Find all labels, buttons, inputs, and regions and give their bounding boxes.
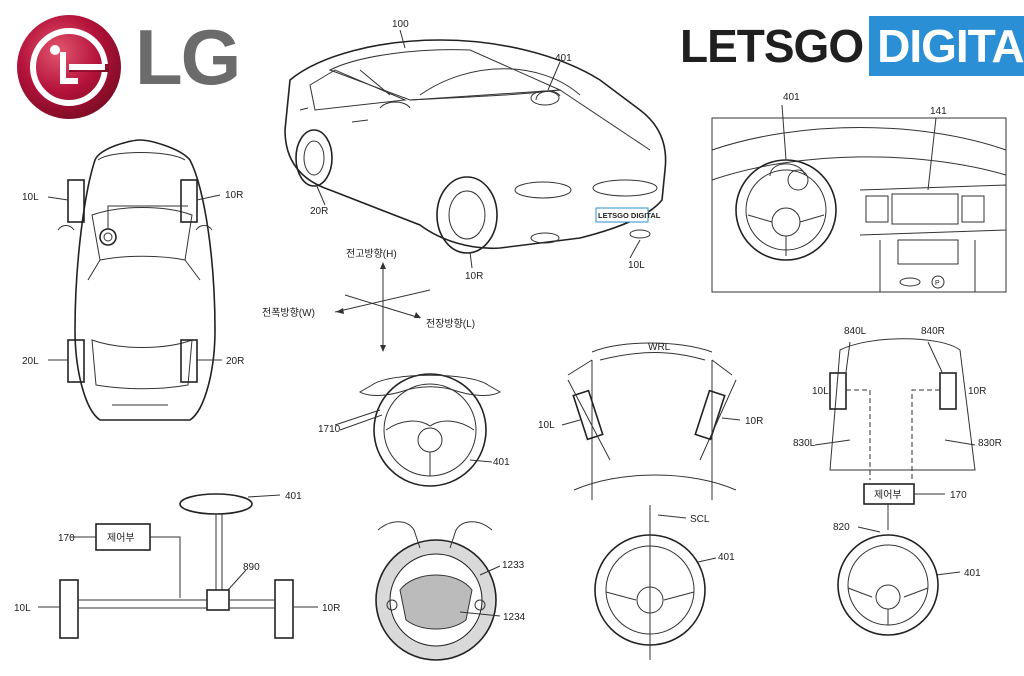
label-car-401: 401: [555, 53, 572, 64]
svg-text:P: P: [935, 280, 940, 287]
label-car-10R: 10R: [465, 271, 483, 282]
mirror-wrl-figure: WRL 10L 10R: [538, 342, 763, 500]
label-sw-1710: 1710: [318, 424, 341, 435]
label-dash-401: 401: [783, 92, 800, 103]
label-car-100: 100: [392, 19, 409, 30]
logo-digital: DIGITAL: [869, 16, 1024, 76]
letsgodigital-logo: LETSGO DIGITAL: [680, 16, 1024, 76]
label-fr-840L: 840L: [844, 326, 867, 337]
axis-length-label: 전장방향(L): [426, 318, 475, 330]
label-fr-10R: 10R: [968, 386, 986, 397]
label-fr-10L: 10L: [812, 386, 829, 397]
label-top-20L: 20L: [22, 356, 39, 367]
label-top-10L: 10L: [22, 192, 39, 203]
steering-hands-figure: 1710 401: [318, 373, 510, 487]
label-fr-170: 170: [950, 490, 967, 501]
label-top-20R: 20R: [226, 356, 244, 367]
label-fr-840R: 840R: [921, 326, 945, 337]
label-dash-141: 141: [930, 106, 947, 117]
label-fr-820: 820: [833, 522, 850, 533]
axis-height-label: 전고방향(H): [346, 248, 397, 260]
fr-control-unit: 제어부: [874, 489, 902, 501]
label-fr-830R: 830R: [978, 438, 1002, 449]
dashboard-figure: P 401 141: [711, 92, 1007, 293]
steering-axle-figure: 제어부 401 170 890 10L 10R: [14, 491, 340, 639]
label-ax-10R: 10R: [322, 603, 340, 614]
ax-control-unit: 제어부: [107, 532, 135, 544]
mirror-control-figure: 제어부 840L 840R 10L 10R 830L 830R 170 820 …: [793, 326, 1002, 636]
label-wrl: WRL: [648, 342, 671, 353]
label-fr-401: 401: [964, 568, 981, 579]
direction-axes: 전고방향(H) 전폭방향(W) 전장방향(L): [262, 248, 475, 352]
label-ax-170: 170: [58, 533, 75, 544]
label-mir-10R: 10R: [745, 416, 763, 427]
label-mir-10L: 10L: [538, 420, 555, 431]
label-scl-401: 401: [718, 552, 735, 563]
label-ax-10L: 10L: [14, 603, 31, 614]
label-fr-830L: 830L: [793, 438, 816, 449]
lg-emblem-icon: [17, 15, 121, 119]
label-sw-401: 401: [493, 457, 510, 468]
car-perspective-figure: LETSGO DIGITAL 100 401 20R 10R 10L: [284, 19, 667, 282]
car-top-view-figure: 10L 10R 20L 20R: [22, 139, 244, 421]
logo-letsgo: LETSGO: [680, 20, 864, 72]
label-ax-401: 401: [285, 491, 302, 502]
scl-wheel-figure: SCL 401: [594, 505, 735, 660]
label-hp-1233: 1233: [502, 560, 525, 571]
car-badge: LETSGO DIGITAL: [595, 207, 661, 223]
car-badge-text: LETSGO DIGITAL: [598, 211, 661, 220]
label-car-20R: 20R: [310, 206, 328, 217]
label-top-10R: 10R: [225, 190, 243, 201]
axis-width-label: 전폭방향(W): [262, 307, 315, 319]
label-car-10L: 10L: [628, 260, 645, 271]
label-hp-1234: 1234: [503, 612, 526, 623]
label-ax-890: 890: [243, 562, 260, 573]
label-scl: SCL: [690, 514, 710, 525]
lg-wordmark: LG: [135, 13, 241, 101]
haptic-wheel-figure: 1233 1234: [375, 521, 526, 661]
